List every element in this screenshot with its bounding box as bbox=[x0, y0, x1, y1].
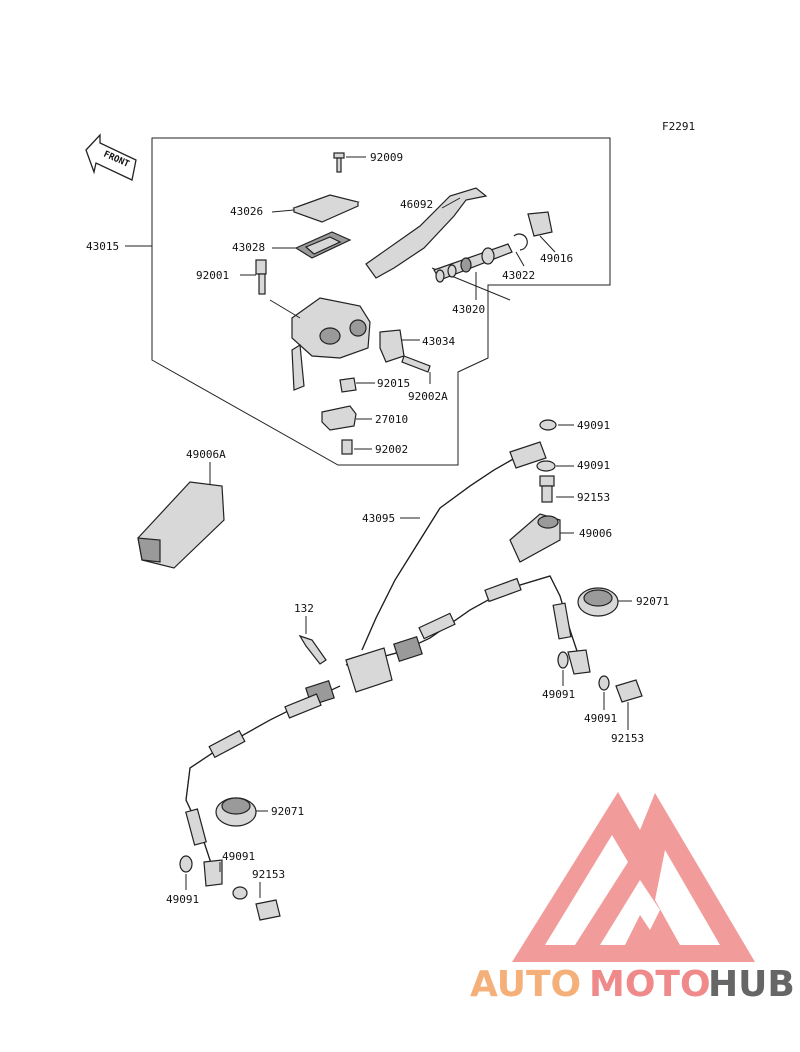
washer-49091-a bbox=[539, 419, 574, 431]
bolt-92002A bbox=[401, 355, 431, 384]
watermark-hub: HUB bbox=[708, 964, 795, 1005]
washer-49091-f bbox=[219, 862, 248, 900]
label-92153-b: 92153 bbox=[611, 732, 644, 745]
washer-49091-e bbox=[179, 855, 193, 890]
grommet-92071-b bbox=[215, 797, 268, 827]
label-49091-e: 49091 bbox=[222, 850, 255, 863]
label-49006: 49006 bbox=[579, 527, 612, 540]
label-92071-b: 92071 bbox=[271, 805, 304, 818]
bolt-92153-b bbox=[615, 679, 643, 730]
watermark-text: AUTO MOTO HUB bbox=[470, 964, 795, 1005]
label-49006A: 49006A bbox=[186, 448, 226, 461]
circlip-43022 bbox=[513, 233, 528, 267]
hose-43095 bbox=[361, 441, 547, 651]
label-49091-f: 49091 bbox=[166, 893, 199, 906]
screw-92002 bbox=[341, 439, 372, 455]
screw-92009 bbox=[333, 152, 366, 173]
figure-code: F2291 bbox=[662, 120, 695, 133]
fitting-49006 bbox=[509, 513, 574, 563]
caliper-49006A bbox=[137, 462, 225, 569]
front-arrow-icon: FRONT bbox=[85, 133, 137, 181]
label-46092: 46092 bbox=[400, 198, 433, 211]
brake-lever-46092 bbox=[365, 187, 488, 279]
diaphragm-43028 bbox=[272, 231, 352, 259]
label-43020: 43020 bbox=[452, 303, 485, 316]
label-92015: 92015 bbox=[377, 377, 410, 390]
washer-49091-b bbox=[536, 460, 574, 472]
label-49091-b: 49091 bbox=[577, 459, 610, 472]
bolt-132 bbox=[298, 616, 327, 665]
label-43022: 43022 bbox=[502, 269, 535, 282]
grommet-92071-a bbox=[577, 587, 632, 617]
label-92153-c: 92153 bbox=[252, 868, 285, 881]
label-49016: 49016 bbox=[540, 252, 573, 265]
washer-49091-c bbox=[557, 651, 569, 686]
label-92071-a: 92071 bbox=[636, 595, 669, 608]
switch-27010 bbox=[321, 405, 372, 431]
label-43015: 43015 bbox=[86, 240, 119, 253]
label-43034: 43034 bbox=[422, 335, 455, 348]
label-92009: 92009 bbox=[370, 151, 403, 164]
master-cylinder-body bbox=[269, 297, 371, 391]
watermark-moto: MOTO bbox=[589, 964, 711, 1005]
washer-49091-d bbox=[598, 675, 610, 710]
boot-49016 bbox=[527, 211, 556, 253]
label-132: 132 bbox=[294, 602, 314, 615]
main-brake-hose bbox=[185, 575, 591, 887]
label-49091-c: 49091 bbox=[542, 688, 575, 701]
bolt-92001 bbox=[240, 259, 267, 295]
assembly-boundary bbox=[151, 137, 611, 466]
bolt-92153-c bbox=[255, 882, 281, 921]
label-27010: 27010 bbox=[375, 413, 408, 426]
label-49091-a: 49091 bbox=[577, 419, 610, 432]
label-92001: 92001 bbox=[196, 269, 229, 282]
label-43095: 43095 bbox=[362, 512, 395, 525]
piston-kit-43020 bbox=[431, 243, 513, 301]
bolt-92153-a bbox=[539, 475, 574, 503]
watermark-auto: AUTO bbox=[470, 964, 581, 1005]
clamp-43034 bbox=[379, 329, 420, 363]
label-43026: 43026 bbox=[230, 205, 263, 218]
nut-92015 bbox=[339, 377, 375, 393]
watermark-logo bbox=[512, 792, 755, 962]
label-92002: 92002 bbox=[375, 443, 408, 456]
label-43028: 43028 bbox=[232, 241, 265, 254]
label-92002A: 92002A bbox=[408, 390, 448, 403]
label-92153-a: 92153 bbox=[577, 491, 610, 504]
reservoir-cap-43026 bbox=[271, 194, 360, 223]
label-49091-d: 49091 bbox=[584, 712, 617, 725]
